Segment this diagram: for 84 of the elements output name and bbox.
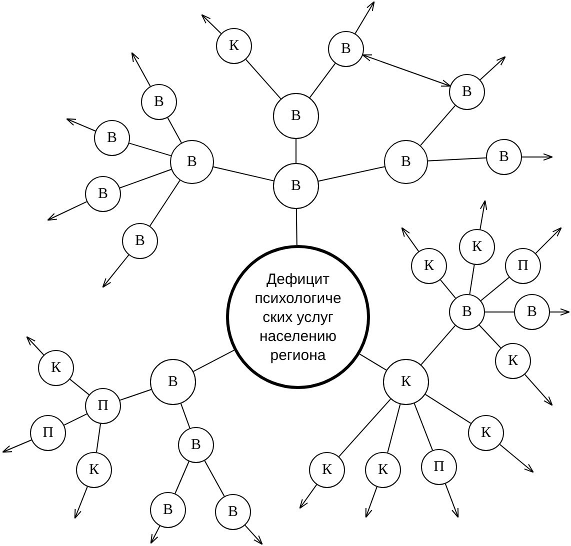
arrow: [524, 374, 553, 406]
node-letter: К: [472, 239, 482, 255]
node-letter: В: [290, 108, 301, 124]
arrow: [26, 336, 44, 356]
arrow: [299, 484, 318, 509]
connector-line: [245, 59, 282, 100]
connector-line: [212, 166, 274, 182]
node-letter: П: [518, 258, 528, 274]
node-letter: В: [400, 154, 411, 170]
node-letter: В: [340, 41, 351, 57]
node-letter: К: [400, 374, 411, 390]
node-letter: П: [42, 425, 54, 441]
connector-line: [440, 279, 456, 299]
arrow: [365, 486, 378, 518]
arrow: [102, 254, 130, 288]
node-letter: В: [462, 304, 472, 320]
connector-line: [167, 117, 182, 144]
arrow: [354, 1, 375, 34]
arrow: [150, 526, 160, 544]
node-letter: В: [228, 504, 238, 520]
connector-line: [96, 423, 101, 453]
node-letter: К: [508, 353, 518, 369]
node-letter: К: [228, 38, 239, 54]
node-letter: К: [50, 360, 61, 376]
arrow: [66, 118, 96, 132]
connector-line: [414, 402, 433, 451]
connector-line: [64, 413, 88, 426]
node-letter: В: [162, 502, 173, 518]
node-letter: В: [106, 130, 117, 146]
connector-line: [359, 354, 387, 371]
connector-line: [428, 157, 486, 162]
node-letter: В: [186, 154, 197, 170]
arrow: [499, 444, 534, 473]
arrow: [401, 227, 420, 252]
node-letter: В: [168, 374, 178, 390]
arrow: [480, 200, 488, 230]
node-letter: П: [98, 398, 108, 414]
connector-line: [192, 350, 235, 372]
arrow: [47, 201, 88, 221]
node-letter: П: [434, 459, 444, 475]
connector-line: [424, 394, 472, 424]
arrow: [550, 308, 570, 316]
double-arrow: [362, 54, 451, 87]
arrow: [535, 227, 562, 254]
connector-line: [478, 324, 502, 348]
arrow: [201, 14, 222, 34]
node-letter: В: [462, 84, 472, 100]
node-letter: В: [526, 304, 537, 320]
node-letter: К: [322, 462, 332, 478]
connector-line: [120, 389, 152, 401]
node-letter: В: [98, 186, 108, 202]
arrow: [74, 486, 88, 519]
connector-line: [480, 276, 510, 302]
arrow: [522, 153, 553, 161]
connector-line: [119, 168, 172, 188]
connector-line: [174, 461, 190, 494]
node-letter: В: [190, 437, 201, 453]
connector-line: [387, 404, 401, 454]
arrow: [444, 483, 459, 518]
connector-line: [338, 398, 392, 458]
node-letter: К: [88, 462, 99, 478]
arrow: [244, 524, 263, 545]
connector-line: [469, 264, 475, 295]
connector-line: [128, 142, 172, 156]
connector-line: [420, 325, 456, 366]
arrow: [480, 56, 506, 80]
arrow: [131, 52, 151, 87]
connector-line: [318, 166, 385, 182]
node-letter: В: [134, 233, 145, 249]
node-letter: В: [154, 94, 164, 110]
connector-line: [204, 460, 225, 497]
connector-line: [420, 105, 456, 146]
node-letter: К: [424, 258, 434, 274]
node-letter: В: [290, 178, 301, 194]
node-letter: В: [498, 149, 509, 165]
arrow: [2, 440, 32, 453]
connector-line: [149, 180, 180, 226]
connector-line: [180, 403, 190, 429]
node-letter: К: [480, 425, 491, 441]
central-problem-text: Дефицит психологиче ских услуг населению региона: [254, 270, 342, 364]
connector-line: [70, 378, 90, 396]
connector-line: [296, 208, 298, 246]
connector-line: [309, 62, 336, 98]
node-letter: К: [378, 462, 388, 478]
